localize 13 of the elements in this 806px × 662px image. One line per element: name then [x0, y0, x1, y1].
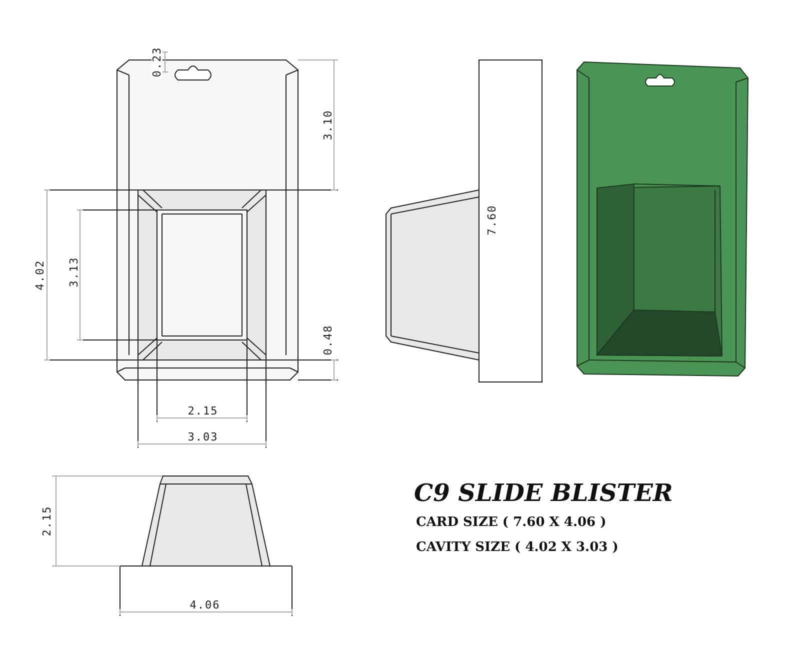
dimension-label: 3.03 — [186, 432, 220, 442]
dimension-label: 2.15 — [186, 406, 220, 416]
dimension-label: 0.23 — [152, 46, 162, 78]
dimension-label: 3.13 — [68, 256, 80, 288]
dimension-label: 7.60 — [486, 204, 498, 236]
spec-text: CAVITY SIZE ( 4.02 X 3.03 ) — [416, 540, 618, 555]
dimension-label: 3.10 — [322, 108, 334, 142]
dimension-label: 4.02 — [34, 258, 46, 292]
spec-text: CARD SIZE ( 7.60 X 4.06 ) — [416, 515, 606, 530]
dimension-label: 2.15 — [42, 504, 52, 538]
dimension-label: 0.48 — [322, 324, 334, 356]
title: C9 SLIDE BLISTER — [414, 478, 673, 507]
dimension-label: 4.06 — [188, 600, 222, 610]
